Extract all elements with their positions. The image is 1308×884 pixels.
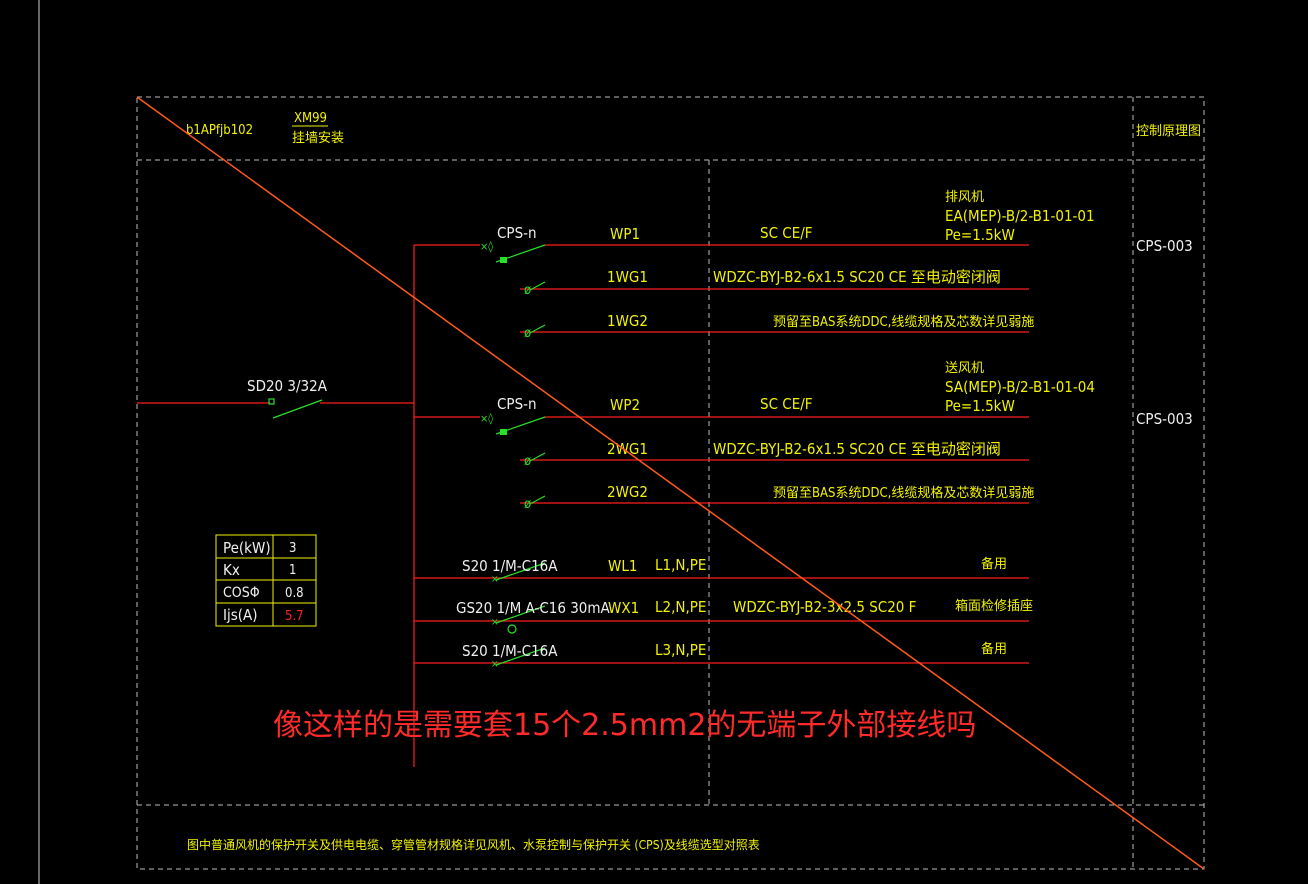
branch-cable-2: WDZC-BYJ-B2-3x2.5 SC20 F: [733, 598, 916, 616]
panel-model: XM99: [294, 111, 327, 126]
branch-breaker-3: S20 1/M-C16A: [462, 642, 558, 660]
control-principle-title: 控制原理图: [1136, 124, 1201, 139]
branch-breaker-2: GS20 1/M A-C16 30mA: [456, 599, 611, 617]
branch-use-2: 箱面检修插座: [955, 598, 1033, 614]
footer-note: 图中普通风机的保护开关及供电电缆、穿管管材规格详见风机、水泵控制与保护开关 (C…: [187, 837, 760, 852]
ctrl-text-1wg1: WDZC-BYJ-B2-6x1.5 SC20 CE 至电动密闭阀: [713, 268, 1001, 286]
main-switch-contact: [268, 398, 275, 405]
branch-use-3: 备用: [981, 641, 1007, 657]
svg-text:ø: ø: [524, 283, 531, 298]
ctrl-text-2wg2: 预留至BAS系统DDC,线缆规格及芯数详见弱施: [773, 485, 1034, 501]
install-method: 挂墙安装: [292, 131, 344, 146]
device-code-2: SA(MEP)-B/2-B1-01-04: [945, 378, 1095, 396]
ref-cps-1: CPS-003: [1136, 237, 1193, 255]
table-key-ijs: Ijs(A): [223, 606, 258, 624]
branch-circuits: × × ×: [414, 562, 1029, 670]
svg-text:ø: ø: [524, 497, 531, 512]
ctrl-text-1wg2: 预留至BAS系统DDC,线缆规格及芯数详见弱施: [773, 314, 1034, 330]
svg-text:ø: ø: [524, 454, 531, 469]
question-overlay-text: 像这样的是需要套15个2.5mm2的无端子外部接线吗: [273, 708, 976, 743]
ctrl-id-2wg1: 2WG1: [607, 440, 648, 458]
branch-phase-3: L3,N,PE: [655, 641, 706, 659]
branch-id-wx1: WX1: [608, 599, 639, 617]
table-key-cos: COSΦ: [223, 585, 260, 601]
branch-phase-2: L2,N,PE: [655, 598, 706, 616]
table-key-kx: Kx: [223, 561, 240, 579]
table-key-pe: Pe(kW): [223, 539, 271, 557]
panel-id: b1APfjb102: [186, 123, 253, 138]
device-power-1: Pe=1.5kW: [945, 226, 1015, 244]
svg-text:×◊: ×◊: [480, 240, 493, 253]
conduit-wp1: SC CE/F: [760, 224, 813, 242]
ctrl-id-1wg1: 1WG1: [607, 268, 648, 286]
ctrl-text-2wg1: WDZC-BYJ-B2-6x1.5 SC20 CE 至电动密闭阀: [713, 440, 1001, 458]
ctrl-id-1wg2: 1WG2: [607, 312, 648, 330]
diagonal-strike-line: [136, 96, 1205, 870]
feeder-wp1: WP1: [610, 225, 640, 243]
branch-phase-1: L1,N,PE: [655, 556, 706, 574]
ctrl-id-2wg2: 2WG2: [607, 483, 648, 501]
feeder-wp2: WP2: [610, 396, 640, 414]
cps-label-1: CPS-n: [497, 224, 537, 242]
branch-breaker-1: S20 1/M-C16A: [462, 557, 558, 575]
load-table: [215, 534, 317, 627]
circuit-wp2: ×◊ ø ø: [414, 412, 1029, 512]
table-val-cos: 0.8: [285, 586, 304, 601]
table-val-pe: 3: [289, 541, 296, 556]
conduit-wp2: SC CE/F: [760, 395, 813, 413]
svg-text:ø: ø: [524, 326, 531, 341]
ref-cps-2: CPS-003: [1136, 410, 1193, 428]
branch-use-1: 备用: [981, 556, 1007, 572]
svg-text:×◊: ×◊: [480, 412, 493, 425]
device-code-1: EA(MEP)-B/2-B1-01-01: [945, 207, 1095, 225]
panel-frame: [136, 96, 1205, 870]
main-switch-label: SD20 3/32A: [247, 377, 328, 395]
svg-text:×: ×: [491, 617, 499, 628]
table-val-ijs: 5.7: [285, 609, 304, 624]
device-name-1: 排风机: [945, 190, 984, 205]
cps-label-2: CPS-n: [497, 395, 537, 413]
device-power-2: Pe=1.5kW: [945, 397, 1015, 415]
svg-text:×: ×: [491, 574, 499, 585]
table-val-kx: 1: [289, 563, 296, 578]
branch-id-wl1: WL1: [608, 557, 637, 575]
main-switch-blade: [272, 399, 323, 419]
circuit-wp1: ×◊ ø ø: [414, 240, 1029, 341]
svg-text:×: ×: [491, 659, 499, 670]
device-name-2: 送风机: [945, 361, 984, 376]
